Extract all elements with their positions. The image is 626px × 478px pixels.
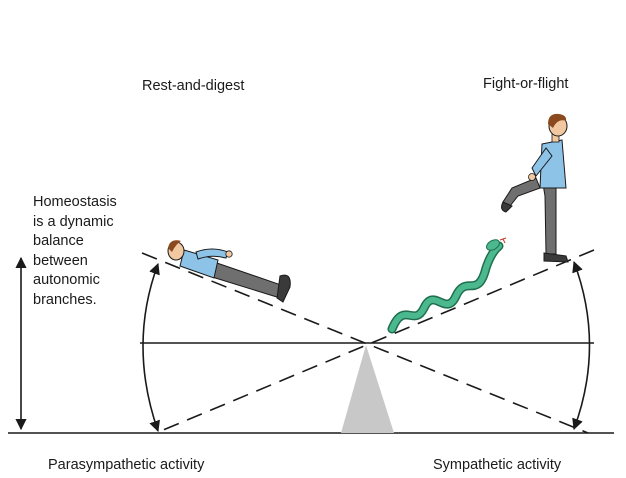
- fulcrum-icon: [341, 345, 394, 433]
- caption-line: branches.: [33, 291, 97, 308]
- parasympathetic-tilt-plank: [141, 252, 589, 434]
- caption-line: between: [33, 252, 88, 269]
- running-person-icon: [501, 113, 569, 263]
- caption-line: balance: [33, 233, 84, 249]
- caption-line: Homeostasis: [33, 194, 117, 210]
- rest-and-digest-label: Rest-and-digest: [142, 78, 245, 94]
- snake-icon: [387, 237, 507, 334]
- homeostasis-caption: Homeostasis is a dynamic balance between…: [33, 193, 117, 310]
- left-swing-arrow: [142, 262, 160, 433]
- caption-line: is a dynamic: [33, 213, 114, 230]
- right-swing-arrow: [572, 260, 591, 431]
- parasympathetic-activity-label: Parasympathetic activity: [48, 457, 205, 473]
- fight-or-flight-label: Fight-or-flight: [483, 76, 569, 92]
- caption-line: autonomic: [33, 272, 100, 288]
- sympathetic-activity-label: Sympathetic activity: [433, 457, 562, 473]
- sympathetic-tilt-plank: [155, 249, 595, 434]
- resting-person-icon: [167, 240, 291, 303]
